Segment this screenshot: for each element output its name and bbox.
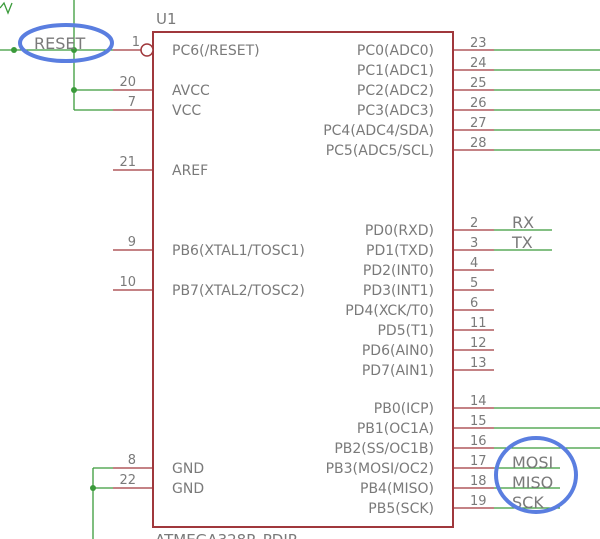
pin-name: PB6(XTAL1/TOSC1) bbox=[172, 243, 305, 259]
pin-number: 27 bbox=[470, 116, 487, 131]
pin-number: 14 bbox=[470, 394, 487, 409]
pin-name: PB1(OC1A) bbox=[357, 421, 434, 437]
pin-number: 7 bbox=[128, 95, 136, 110]
junction-dot bbox=[71, 87, 77, 93]
pin-number: 1 bbox=[132, 35, 140, 50]
pin-name: PB3(MOSI/OC2) bbox=[326, 461, 434, 477]
pin-number: 16 bbox=[470, 434, 487, 449]
pin-number: 8 bbox=[128, 453, 136, 468]
pin-number: 20 bbox=[119, 75, 136, 90]
pin-name: VCC bbox=[172, 103, 201, 119]
pin-number: 24 bbox=[470, 56, 487, 71]
pin-name: PD5(T1) bbox=[377, 323, 434, 339]
pin-number: 26 bbox=[470, 96, 487, 111]
pin-number: 3 bbox=[470, 236, 478, 251]
net-label-miso: MISO bbox=[512, 473, 553, 492]
pin-number: 2 bbox=[470, 216, 478, 231]
pin-name: AREF bbox=[172, 163, 208, 179]
pin-number: 4 bbox=[470, 256, 478, 271]
pin-number: 9 bbox=[128, 235, 136, 250]
pin-name: PC5(ADC5/SCL) bbox=[326, 143, 434, 159]
pin-name: PB4(MISO) bbox=[360, 481, 434, 497]
net-label-tx: TX bbox=[511, 233, 533, 252]
pin-number: 22 bbox=[119, 473, 136, 488]
highlight-ellipse-spi bbox=[494, 436, 578, 514]
ic-body bbox=[152, 31, 454, 528]
net-label-reset: RESET bbox=[34, 34, 85, 53]
pin-name: PD0(RXD) bbox=[365, 223, 434, 239]
pin-number: 25 bbox=[470, 76, 487, 91]
pin-name: PC4(ADC4/SDA) bbox=[323, 123, 434, 139]
pin-name: PC2(ADC2) bbox=[357, 83, 434, 99]
pin-name: PB0(ICP) bbox=[374, 401, 434, 417]
pin-name: PD6(AIN0) bbox=[362, 343, 434, 359]
pin-name: PD3(INT1) bbox=[363, 283, 434, 299]
pin-number: 10 bbox=[119, 275, 136, 290]
part-ref: U1 bbox=[156, 10, 177, 28]
pin-number: 12 bbox=[470, 336, 487, 351]
pin-name: PC6(/RESET) bbox=[172, 43, 260, 59]
highlight-ellipse-reset bbox=[18, 23, 114, 63]
junction-dot bbox=[11, 47, 17, 53]
pin-number: 6 bbox=[470, 296, 478, 311]
junction-dot bbox=[71, 47, 77, 53]
pin-name: PB5(SCK) bbox=[368, 501, 434, 517]
pin-name: GND bbox=[172, 481, 204, 497]
pin-number: 23 bbox=[470, 36, 487, 51]
net-label-rx: RX bbox=[512, 213, 534, 232]
pin-name: PD2(INT0) bbox=[363, 263, 434, 279]
pin-name: PD7(AIN1) bbox=[362, 363, 434, 379]
pin-name: PC3(ADC3) bbox=[357, 103, 434, 119]
pin-number: 11 bbox=[470, 316, 487, 331]
pin-number: 15 bbox=[470, 414, 487, 429]
inverted-pin-bubble bbox=[140, 43, 154, 57]
pin-number: 17 bbox=[470, 454, 487, 469]
junctions bbox=[11, 47, 96, 491]
pin-number: 28 bbox=[470, 136, 487, 151]
pin-name: GND bbox=[172, 461, 204, 477]
pin-name: PC0(ADC0) bbox=[357, 43, 434, 59]
pin-name: AVCC bbox=[172, 83, 210, 99]
resistor-stub bbox=[0, 1, 13, 15]
pin-name: PC1(ADC1) bbox=[357, 63, 434, 79]
pin-number: 13 bbox=[470, 356, 487, 371]
pin-number: 21 bbox=[119, 155, 136, 170]
pin-stubs bbox=[113, 49, 494, 509]
junction-dot bbox=[90, 485, 96, 491]
pin-name: PB7(XTAL2/TOSC2) bbox=[172, 283, 305, 299]
pin-name: PD1(TXD) bbox=[366, 243, 434, 259]
part-name: ATMEGA328P_PDIP bbox=[155, 531, 297, 539]
pin-number: 18 bbox=[470, 474, 487, 489]
pin-number: 19 bbox=[470, 494, 487, 509]
pin-number: 5 bbox=[470, 276, 478, 291]
net-label-mosi: MOSI bbox=[512, 453, 553, 472]
pin-name: PB2(SS/OC1B) bbox=[334, 441, 434, 457]
pin-name: PD4(XCK/T0) bbox=[345, 303, 434, 319]
